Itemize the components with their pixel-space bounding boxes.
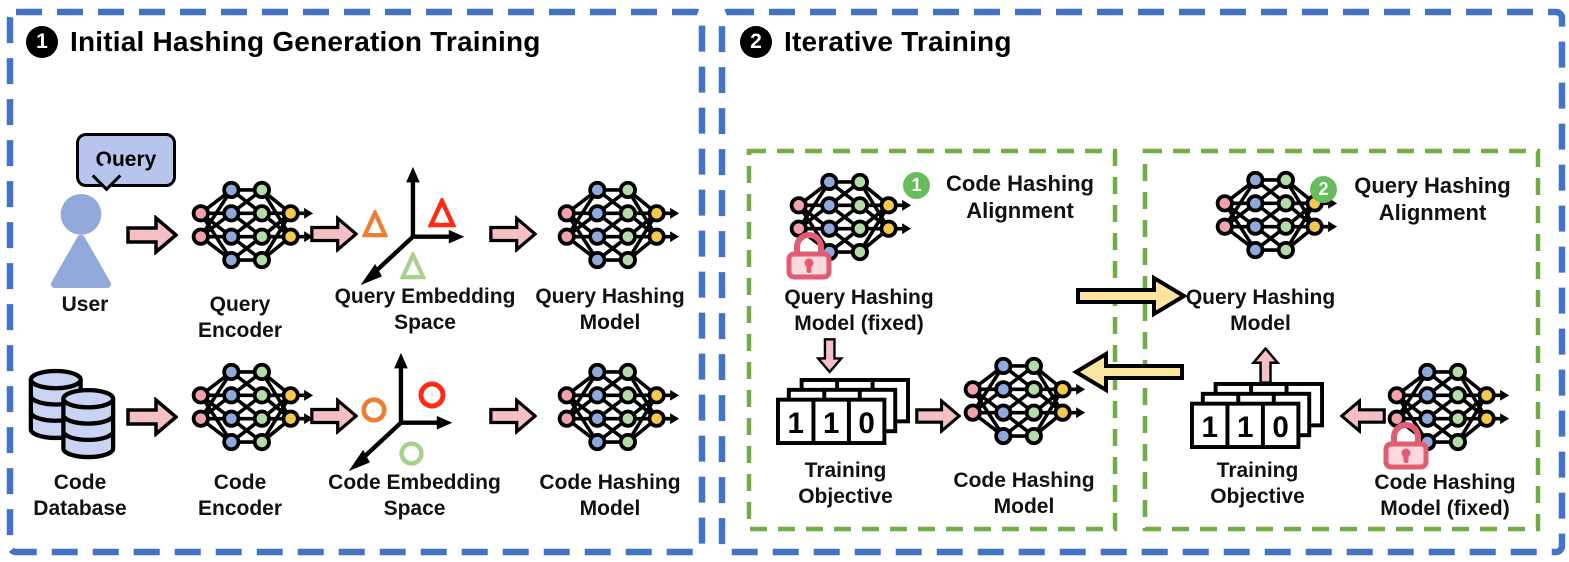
label-code-database: Code Database <box>33 471 127 520</box>
flow-arrow-right-icon <box>310 215 358 253</box>
svg-text:1: 1 <box>1237 411 1253 444</box>
stage2-border <box>1142 148 1541 532</box>
label-code-hashing-model: Code Hashing Model <box>539 471 681 520</box>
label-code-hashing-model-fixed: Code Hashing Model (fixed) <box>1374 471 1516 520</box>
transfer-arrow-right-icon <box>1076 274 1188 318</box>
label-training-objective-stage1: Training Objective <box>798 459 893 508</box>
label-query-hashing-model-fixed: Query Hashing Model (fixed) <box>784 286 934 335</box>
stage1-title: Code Hashing Alignment <box>946 171 1094 223</box>
query-hashing-model-neural-network-icon <box>556 180 680 270</box>
circle-marker-orange <box>360 396 388 424</box>
label-code-hashing-model-stage1: Code Hashing Model <box>953 469 1095 518</box>
flow-arrow-right-icon <box>489 397 537 435</box>
flow-arrow-right-icon <box>489 215 537 253</box>
svg-text:1: 1 <box>1201 411 1217 444</box>
stage1-badge: 1 <box>903 172 930 199</box>
right-panel-title: Iterative Training <box>784 26 1012 57</box>
right-panel-border <box>718 8 1566 556</box>
code-encoder-neural-network-icon <box>190 362 314 452</box>
svg-text:0: 0 <box>858 407 874 440</box>
code-database-icon <box>28 368 116 462</box>
triangle-marker-green <box>400 252 426 280</box>
query-encoder-neural-network-icon <box>190 180 314 270</box>
circle-marker-red <box>417 380 447 410</box>
flow-arrow-right-icon <box>126 215 178 255</box>
right-panel-header: 2 Iterative Training <box>740 26 1012 58</box>
triangle-marker-red <box>428 198 456 228</box>
code-hashing-trained-neural-network-icon <box>962 356 1086 446</box>
flow-arrow-up-icon <box>1238 336 1282 384</box>
label-code-embedding-space: Code Embedding Space <box>328 471 501 520</box>
triangle-marker-orange <box>362 210 388 238</box>
label-user: User <box>61 293 109 316</box>
label-training-objective-stage2: Training Objective <box>1210 459 1305 508</box>
flow-arrow-right-icon <box>126 397 178 437</box>
user-person-icon <box>46 192 116 289</box>
code-hashing-model-neural-network-icon <box>556 362 680 452</box>
stage2-title: Query Hashing Alignment <box>1354 173 1511 225</box>
lock-icon <box>1383 418 1429 470</box>
binary-codes-icon: 1 1 0 <box>1190 382 1324 449</box>
step2-badge: 2 <box>740 26 772 58</box>
left-panel-title: Initial Hashing Generation Training <box>70 26 541 57</box>
left-panel-header: 1 Initial Hashing Generation Training <box>26 26 541 58</box>
label-code-encoder: Code Encoder <box>197 471 283 520</box>
lock-icon <box>786 228 832 280</box>
label-query-encoder: Query Encoder <box>197 293 283 342</box>
query-speech-bubble: Query <box>76 133 176 187</box>
transfer-arrow-left-icon <box>1072 350 1184 394</box>
svg-text:1: 1 <box>823 407 839 440</box>
label-query-embedding-space: Query Embedding Space <box>334 285 516 334</box>
label-query-hashing-model-stage2: Query Hashing Model <box>1185 286 1336 335</box>
svg-text:0: 0 <box>1272 411 1288 444</box>
stage2-badge: 2 <box>1310 176 1337 203</box>
flow-arrow-left-icon <box>1340 398 1386 434</box>
label-query-hashing-model: Query Hashing Model <box>535 285 685 334</box>
circle-marker-green <box>398 440 425 467</box>
step1-badge: 1 <box>26 26 58 58</box>
stage1-border <box>746 148 1118 532</box>
binary-codes-icon: 1 1 0 <box>776 378 910 445</box>
left-panel-border <box>6 8 706 556</box>
flow-arrow-right-icon <box>915 398 961 434</box>
svg-text:1: 1 <box>787 407 803 440</box>
